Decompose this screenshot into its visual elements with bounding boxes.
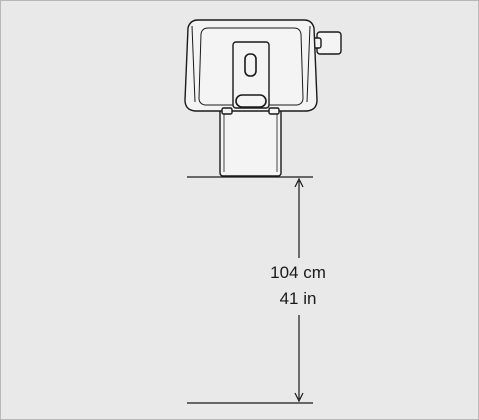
adjust-slot xyxy=(244,53,257,77)
left-rail xyxy=(191,25,196,103)
right-rail xyxy=(306,25,311,103)
height-dimension xyxy=(187,176,313,404)
arrow-up xyxy=(294,177,304,188)
stand-leg xyxy=(219,105,282,177)
left-foot xyxy=(221,107,233,115)
height-metric-label: 104 cm xyxy=(270,263,326,282)
arrow-down xyxy=(294,392,304,403)
right-foot xyxy=(268,107,280,115)
height-imperial-label: 41 in xyxy=(279,289,317,308)
bassinet-illustration xyxy=(184,19,342,177)
release-button xyxy=(235,94,267,108)
